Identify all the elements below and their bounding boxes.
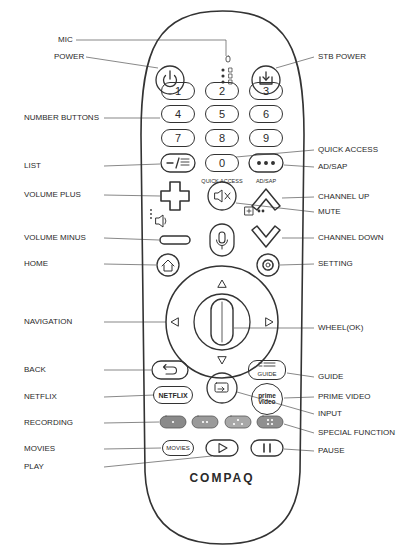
button-text: 9	[263, 133, 269, 144]
callout-label: HOME	[24, 259, 48, 269]
netflix-button: NETFLIX	[153, 386, 193, 404]
button-caption: QUICK ACCESS	[201, 178, 242, 185]
number-button: 3	[249, 82, 283, 100]
callout-label: CHANNEL DOWN	[318, 233, 383, 243]
callout-label: BACK	[24, 365, 46, 375]
number-button: 1	[161, 82, 195, 100]
callout-label: PAUSE	[318, 446, 345, 456]
callout-label: MIC	[58, 35, 73, 45]
callout-label: CHANNEL UP	[318, 192, 369, 202]
callout-label: WHEEL(OK)	[318, 323, 363, 333]
callout-label: SETTING	[318, 259, 353, 269]
button-text: 4	[175, 109, 181, 120]
number-button: 0	[205, 154, 239, 172]
callout-label: SPECIAL FUNCTION	[318, 428, 395, 438]
callout-label: PLAY	[24, 462, 44, 472]
button-text: 0	[219, 158, 225, 169]
button-text: 1	[175, 86, 181, 97]
callout-label: GUIDE	[318, 372, 343, 382]
button-text: GUIDE	[257, 371, 276, 377]
guide-button: GUIDE	[248, 360, 286, 380]
number-button: 4	[161, 105, 195, 123]
callout-label: PRIME VIDEO	[318, 392, 370, 402]
callout-label: STB POWER	[318, 52, 366, 62]
brand-logo: COMPAQ	[189, 472, 254, 484]
callout-label: NUMBER BUTTONS	[24, 113, 99, 123]
number-button: 2	[205, 82, 239, 100]
callout-label: NETFLIX	[24, 392, 57, 402]
callout-label: POWER	[54, 52, 84, 62]
button-caption: AD/SAP	[256, 178, 276, 185]
callout-label: RECORDING	[24, 418, 73, 428]
button-text: 6	[263, 109, 269, 120]
callout-label: VOLUME MINUS	[24, 233, 86, 243]
button-text: NETFLIX	[158, 392, 187, 399]
callout-label: MOVIES	[24, 444, 55, 454]
button-text: prime video	[256, 393, 278, 406]
callout-label: VOLUME PLUS	[24, 190, 81, 200]
callout-label: AD/SAP	[318, 162, 347, 172]
button-text: 7	[175, 133, 181, 144]
callout-label: MUTE	[318, 207, 341, 217]
movies-button: MOVIES	[162, 440, 194, 456]
prime-video-button: prime video	[251, 383, 283, 415]
button-text: 5	[219, 109, 225, 120]
number-button: 9	[249, 129, 283, 147]
remote-body: 1 2 3 4 5 6 7 8 9 0GUIDE NETFLIX prime videoMOVIES C…	[140, 10, 305, 545]
callout-label: INPUT	[318, 409, 342, 419]
callout-label: LIST	[24, 161, 41, 171]
button-text: 8	[219, 133, 225, 144]
button-text: MOVIES	[166, 445, 189, 451]
button-text: 2	[219, 86, 225, 97]
button-text: 3	[263, 86, 269, 97]
number-button: 5	[205, 105, 239, 123]
number-button: 8	[205, 129, 239, 147]
callout-label: QUICK ACCESS	[318, 145, 378, 155]
callout-label: NAVIGATION	[24, 317, 72, 327]
number-button: 6	[249, 105, 283, 123]
number-button: 7	[161, 129, 195, 147]
